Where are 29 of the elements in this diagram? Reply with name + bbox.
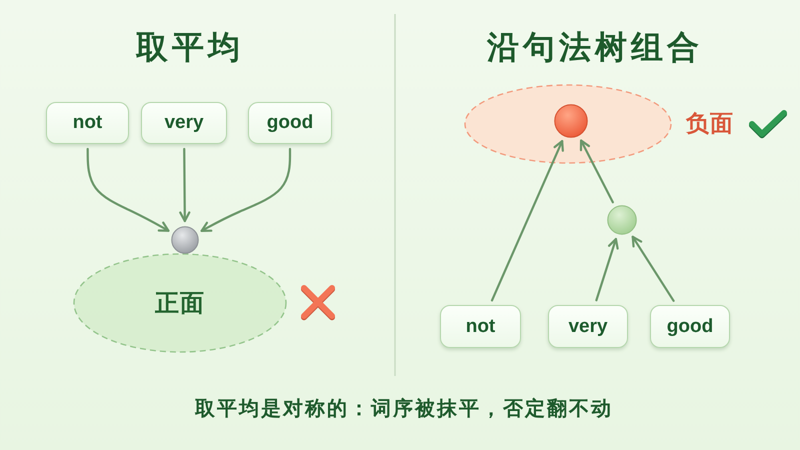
panel-title: 沿句法树组合 bbox=[487, 28, 703, 67]
arrow bbox=[179, 148, 190, 222]
token-text: good bbox=[266, 112, 314, 134]
arrow bbox=[595, 238, 619, 302]
token-text: not bbox=[72, 112, 102, 134]
panel-title: 取平均 bbox=[136, 28, 244, 67]
token-box bbox=[548, 305, 628, 348]
token-text: very bbox=[164, 112, 204, 134]
result-ellipse bbox=[464, 84, 672, 164]
token-text: not bbox=[466, 316, 496, 338]
merge-node bbox=[171, 226, 199, 254]
arrow bbox=[490, 140, 564, 302]
arrow bbox=[200, 148, 292, 232]
arrow bbox=[86, 148, 170, 232]
arrow bbox=[632, 236, 675, 302]
result-label: 负面 bbox=[686, 109, 734, 138]
token-box bbox=[650, 305, 730, 348]
token-box bbox=[440, 305, 521, 348]
phrase-node bbox=[607, 205, 637, 235]
token-box bbox=[141, 102, 227, 144]
arrow bbox=[580, 139, 614, 204]
token-text: good bbox=[666, 316, 714, 338]
result-ellipse bbox=[73, 253, 287, 353]
token-text: very bbox=[568, 316, 608, 338]
caption: 取平均是对称的：词序被抹平，否定翻不动 bbox=[195, 396, 613, 422]
token-box bbox=[46, 102, 129, 144]
sentiment-text: 正面 bbox=[155, 289, 205, 319]
token-box bbox=[248, 102, 332, 144]
root-node bbox=[554, 104, 588, 138]
